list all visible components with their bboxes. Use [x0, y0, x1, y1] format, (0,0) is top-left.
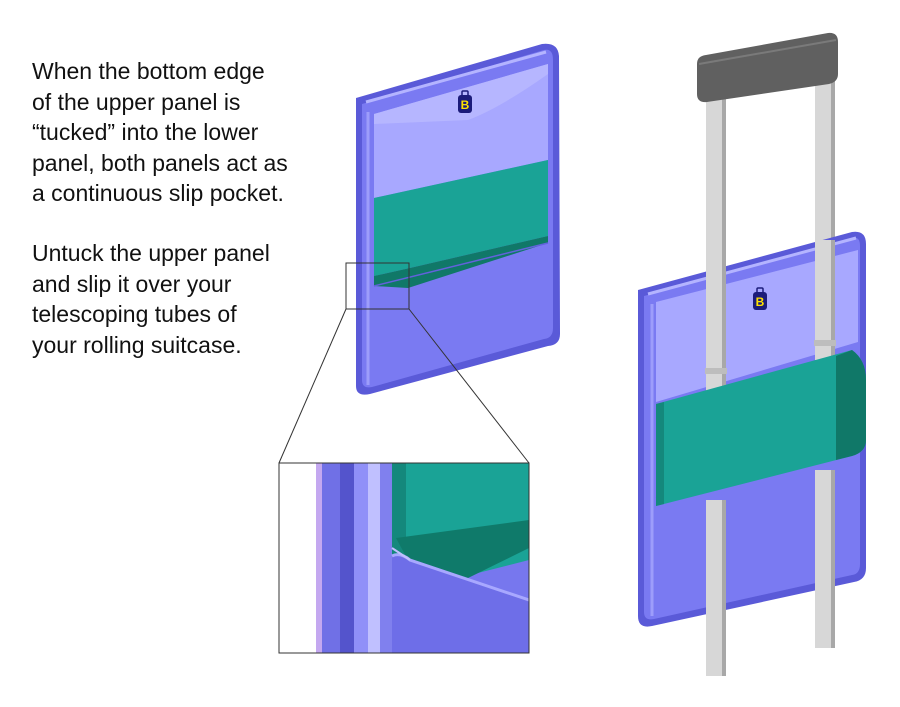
zoom-source-box	[345, 262, 410, 310]
teal-band	[374, 160, 548, 276]
logo-badge: B	[458, 90, 472, 113]
logo-letter-right: B	[756, 295, 765, 309]
suitcase-handle	[697, 32, 838, 103]
organizer-tucked: B	[356, 43, 560, 395]
logo-badge-right: B	[753, 287, 767, 310]
teal-band-right	[656, 350, 866, 506]
logo-letter: B	[461, 98, 470, 112]
caption-tucked: When the bottom edge of the upper panel …	[32, 58, 288, 206]
zoom-detail	[278, 462, 530, 654]
upper-panel-flap	[374, 64, 548, 124]
organizer-on-suitcase: B	[638, 32, 866, 676]
caption-untucked: Untuck the upper panel and slip it over …	[32, 240, 270, 358]
zoom-callout	[278, 262, 530, 464]
zoom-frame	[278, 462, 530, 654]
